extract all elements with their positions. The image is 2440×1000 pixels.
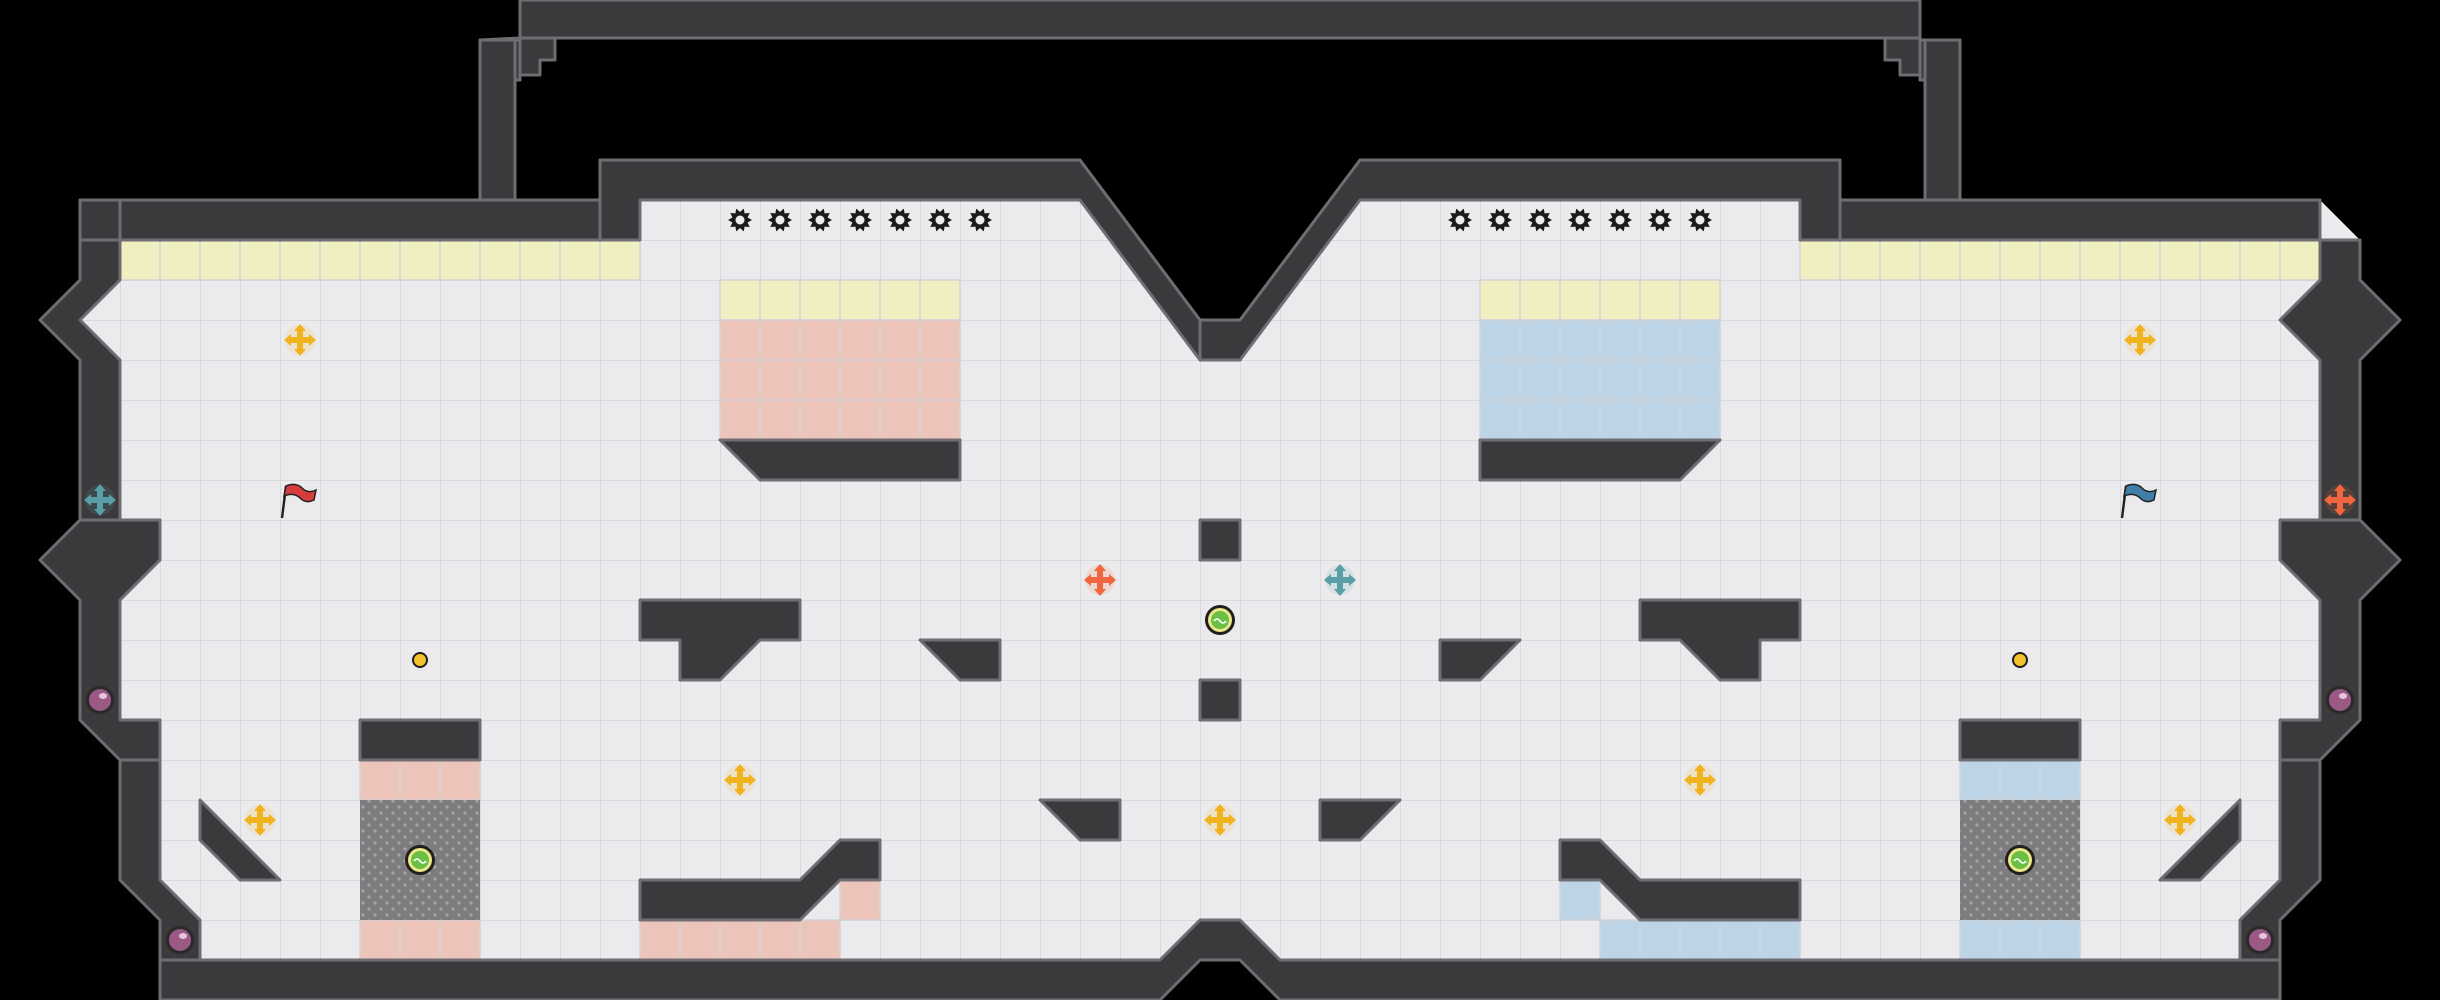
spike-icon	[1448, 208, 1472, 232]
bomb-pad-icon	[1205, 605, 1235, 635]
spike-icon	[928, 208, 952, 232]
left-pillar-cap	[358, 718, 482, 762]
cross-arrows-icon	[1684, 764, 1716, 796]
spike-icon	[888, 208, 912, 232]
spawn-pod-icon	[2326, 686, 2354, 714]
outer-wall-bottom	[158, 918, 2282, 1000]
bomb-pad-icon	[405, 845, 435, 875]
spike-icon	[1608, 208, 1632, 232]
arena-walls	[38, 158, 2402, 1000]
right-diagonal-block	[2158, 798, 2242, 882]
boost-spike-bars	[728, 208, 1712, 232]
spike-icon	[968, 208, 992, 232]
gold-coin-icon	[2012, 652, 2028, 668]
blue-flag-icon	[2120, 483, 2158, 519]
cross-arrows-icon	[724, 764, 756, 796]
blue-zone-bottom-step	[1560, 880, 1600, 920]
red-zone-bottom-left-bottom	[360, 920, 480, 960]
red-zone-bottom-left-top	[360, 760, 480, 800]
blue-base-ledge	[1478, 438, 1722, 482]
cross-arrows-icon	[1324, 564, 1356, 596]
bomb-pad-icon	[2005, 845, 2035, 875]
red-flag-icon	[280, 483, 318, 519]
spawn-pod-icon	[86, 686, 114, 714]
outer-wall-blue-cap	[1198, 158, 1842, 362]
outer-wall-left-mid	[38, 518, 162, 762]
blue-zone-bottom-strip	[1600, 920, 1800, 960]
right-wedge-upper	[1438, 638, 1522, 682]
spawn-pod-icon	[2246, 926, 2274, 954]
map-items	[84, 324, 2356, 954]
red-zone-bottom-strip	[640, 920, 840, 960]
team-zones	[119, 239, 2321, 961]
left-diagonal-block	[198, 798, 282, 882]
yellow-zone-right	[1800, 240, 2320, 280]
cross-arrows-icon	[84, 484, 116, 516]
spike-icon	[808, 208, 832, 232]
center-block-bottom	[1198, 678, 1242, 722]
cross-arrows-icon	[284, 324, 316, 356]
right-pillar-cap	[1958, 718, 2082, 762]
spike-icon	[1648, 208, 1672, 232]
spike-icon	[728, 208, 752, 232]
cross-arrows-icon	[244, 804, 276, 836]
obstacles	[198, 438, 2242, 922]
left-t-block	[638, 598, 802, 682]
cross-arrows-icon	[1084, 564, 1116, 596]
top-loop-wall	[478, 0, 1962, 202]
blue-zone-bottom-right-bottom	[1960, 920, 2080, 960]
spike-icon	[848, 208, 872, 232]
outer-wall-right-mid	[2278, 518, 2402, 762]
cross-arrows-icon	[2164, 804, 2196, 836]
spike-icon	[1488, 208, 1512, 232]
outer-wall-top-right-strip	[1838, 198, 2322, 242]
spike-icon	[1688, 208, 1712, 232]
left-ramp-block	[638, 838, 882, 922]
outer-wall-top-left-strip	[118, 198, 602, 242]
cross-arrows-icon	[2124, 324, 2156, 356]
right-wedge-lower	[1318, 798, 1402, 842]
cross-arrows-icon	[2324, 484, 2356, 516]
cross-arrows-icon	[1204, 804, 1236, 836]
spawn-pod-icon	[166, 926, 194, 954]
gold-coin-icon	[412, 652, 428, 668]
spike-icon	[1528, 208, 1552, 232]
blue-zone-bottom-right-top	[1960, 760, 2080, 800]
yellow-zone-left	[120, 240, 640, 280]
center-block-top	[1198, 518, 1242, 562]
right-t-block	[1638, 598, 1802, 682]
spike-icon	[1568, 208, 1592, 232]
left-wedge-upper	[918, 638, 1002, 682]
spike-icon	[768, 208, 792, 232]
red-zone-bottom-step	[840, 880, 880, 920]
left-wedge-lower	[1038, 798, 1122, 842]
red-base-ledge	[718, 438, 962, 482]
right-ramp-block	[1558, 838, 1802, 922]
